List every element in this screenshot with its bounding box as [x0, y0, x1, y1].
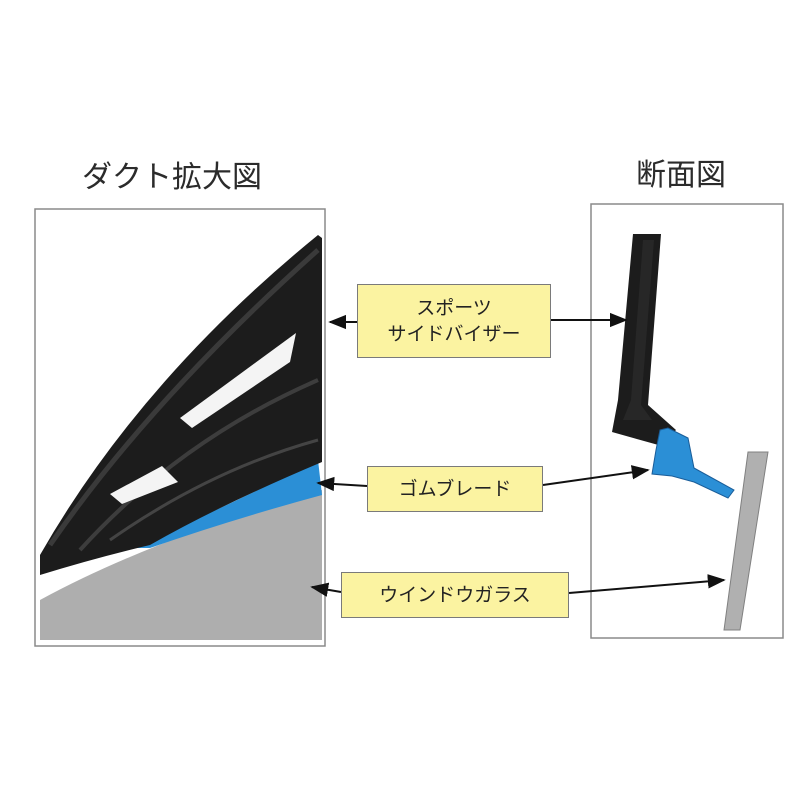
blade-section [651, 427, 735, 499]
arrow-blade-right [542, 465, 650, 486]
label-sports-side-visor: スポーツ サイドバイザー [357, 284, 551, 358]
visor-shape [40, 235, 322, 575]
cross-section-title: 断面図 [636, 158, 726, 193]
cross-section-panel [590, 203, 784, 639]
label-visor-line1: スポーツ [416, 297, 492, 319]
glass-area [40, 490, 322, 640]
label-visor-line2: サイドバイザー [387, 323, 521, 345]
label-rubber-blade: ゴムブレード [367, 466, 543, 512]
arrow-blade-left [316, 476, 368, 492]
arrow-glass-left [310, 582, 342, 597]
duct-opening-lower [110, 466, 178, 504]
glass-section [723, 451, 769, 631]
label-window-glass: ウインドウガラス [341, 572, 569, 618]
visor-section [612, 234, 676, 446]
arrows [310, 312, 726, 597]
arrow-glass-right [568, 574, 726, 594]
duct-opening-upper [180, 333, 296, 428]
enlarged-view-panel [34, 208, 326, 647]
enlarged-view-title: ダクト拡大図 [82, 160, 262, 195]
